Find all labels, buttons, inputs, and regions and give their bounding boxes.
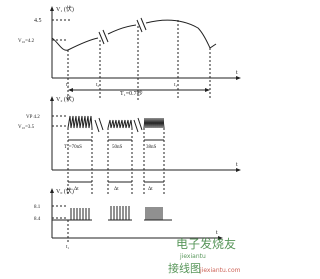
watermark-cn: 电子发烧友	[176, 236, 236, 251]
panel2-break-1	[94, 117, 104, 133]
panel1-y-arrow	[50, 6, 54, 11]
panel2-sawtooth-2	[107, 119, 133, 129]
panel1-ylabel: V₁ (伏)	[56, 5, 74, 13]
panel1-marker-tr: t₁	[174, 83, 177, 88]
panel2-x-end: t	[236, 162, 238, 168]
panel3-x-arrow	[218, 236, 223, 240]
panel3-y-arrow	[50, 188, 54, 193]
panel2-tick-low: V₁₀=3.5	[18, 125, 35, 130]
panel1-tick-low: V₁₆=4.2	[18, 39, 35, 44]
panel2-break-2	[133, 117, 143, 133]
watermark-mark: 接线图	[168, 261, 201, 275]
panel2-tick-top: VP 4.2	[26, 115, 40, 120]
panel1-tick-top: 4.5	[34, 18, 42, 24]
panel3-tick-low: 8.4	[34, 217, 41, 222]
panel1-arrowhead-left	[68, 88, 73, 92]
panel1-break-2	[136, 17, 147, 33]
panel1-time-label: T₁=0.7秒	[120, 89, 143, 97]
panel2-interval-2: 50nS	[112, 145, 123, 150]
watermark-url: jiexiantu.com	[199, 267, 241, 274]
panel3-pulses-1	[70, 208, 90, 220]
watermark-en: jiexiantu	[179, 253, 206, 260]
panel2-sawtooth-1	[67, 115, 93, 129]
panel2-delta-1: Δt	[74, 187, 79, 192]
panel1-arrowhead-right	[205, 88, 210, 92]
panel3-ylabel: V₀ (伏)	[56, 187, 74, 195]
panel2-x-arrow	[236, 168, 241, 172]
panel2-sawtooth-3	[143, 117, 165, 129]
panel3-pulses-3	[145, 207, 163, 220]
panel1-voltage-curve	[51, 19, 217, 51]
panel2-delta-2: Δt	[114, 187, 119, 192]
panel1-marker-t1: t₁	[66, 83, 69, 88]
watermark: 电子发烧友 jiexiantu 接线图 jiexiantu.com	[168, 236, 241, 275]
panel3-x-end: t	[216, 230, 218, 236]
panel3-marker: t₁	[66, 245, 69, 250]
panel3-tick-top: 8.1	[34, 205, 41, 210]
panel1-break-1	[98, 29, 109, 45]
timing-diagram: V₁ (伏) 4.5 V₁₆=4.2 t t₁ t₂ t₁ T₁=0.7秒 V₂…	[18, 5, 241, 275]
panel3-pulses-2	[110, 206, 130, 220]
panel1-marker-t2: t₂	[96, 83, 99, 88]
panel2-y-arrow	[50, 96, 54, 101]
panel2-ylabel: V₂ (伏)	[56, 95, 74, 103]
panel1-x-end: t	[236, 70, 238, 76]
panel2-interval-1: T₂=70nS	[64, 145, 82, 150]
panel2-interval-3: 38nS	[146, 145, 157, 150]
panel2-delta-3: Δt	[148, 187, 153, 192]
panel1-x-arrow	[236, 76, 241, 80]
